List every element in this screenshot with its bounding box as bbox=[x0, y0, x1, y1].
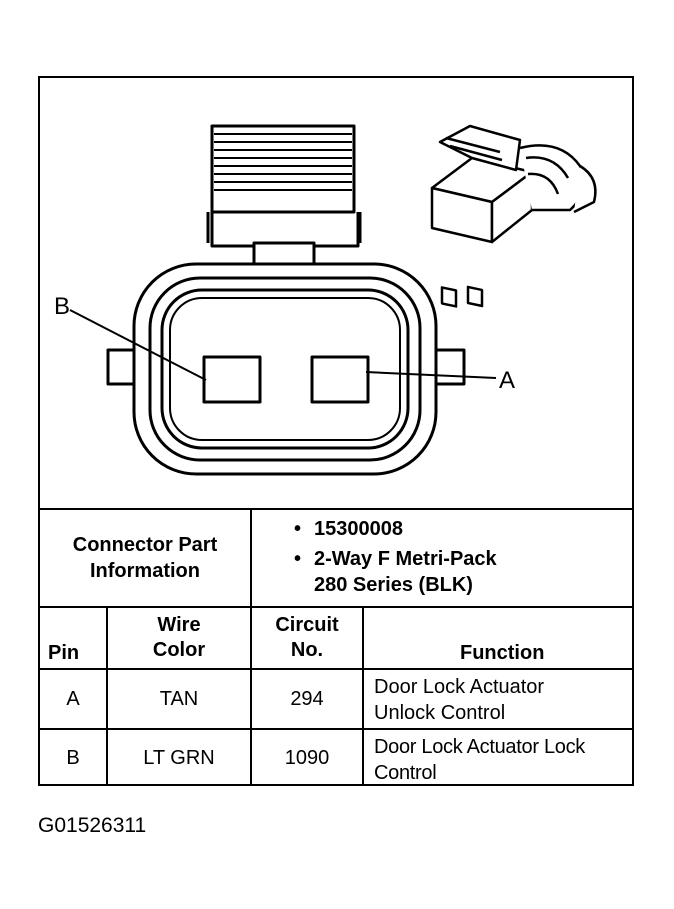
connector-body bbox=[132, 262, 438, 476]
connector-part-info-label: Connector Part Information bbox=[40, 510, 252, 606]
pin-cavity-a bbox=[310, 355, 370, 404]
info-label-line2: Information bbox=[90, 560, 200, 582]
info-values: • 15300008 • 2-Way F Metri-Pack 280 Seri… bbox=[252, 516, 632, 598]
pin-cavity-b bbox=[202, 355, 262, 404]
connector-frame: B A Connector Part Information • 1530000… bbox=[38, 76, 634, 786]
row-function: Door Lock Actuator Lock Control bbox=[374, 736, 585, 784]
row-function: Door Lock Actuator Unlock Control bbox=[374, 676, 545, 724]
connector-face-diagram: B A bbox=[54, 124, 597, 476]
header-circuit: Circuit No. bbox=[252, 608, 364, 668]
part-number: 15300008 bbox=[314, 518, 403, 540]
bullet-icon: • bbox=[294, 548, 302, 570]
locking-tab bbox=[206, 124, 362, 267]
description-item: • 2-Way F Metri-Pack 280 Series (BLK) bbox=[252, 546, 632, 598]
row-wire-color: LT GRN bbox=[108, 730, 252, 786]
row-circuit: 294 bbox=[252, 670, 364, 728]
info-label-line1: Connector Part bbox=[72, 534, 218, 556]
table-row: A TAN 294 Door Lock Actuator Unlock Cont… bbox=[40, 670, 632, 728]
row-wire-color: TAN bbox=[108, 670, 252, 728]
header-function: Function bbox=[460, 642, 545, 664]
table-header: Pin Wire Color Circuit No. Function bbox=[40, 608, 632, 668]
row-circuit: 1090 bbox=[252, 730, 364, 786]
part-number-item: • 15300008 bbox=[252, 516, 632, 542]
bullet-icon: • bbox=[294, 518, 302, 540]
pin-table: Pin Wire Color Circuit No. Function A TA… bbox=[40, 606, 632, 786]
callout-a-leader bbox=[365, 371, 497, 379]
connector-3d-view bbox=[430, 124, 597, 308]
figure-id: G01526311 bbox=[38, 814, 147, 837]
row-pin: B bbox=[40, 730, 108, 786]
header-wire-color: Wire Color bbox=[108, 608, 252, 668]
header-pin: Pin bbox=[40, 608, 108, 668]
description-line1: 2-Way F Metri-Pack bbox=[314, 548, 497, 570]
table-row: B LT GRN 1090 Door Lock Actuator Lock Co… bbox=[40, 730, 632, 786]
callout-a-label: A bbox=[499, 367, 515, 394]
row-pin: A bbox=[40, 670, 108, 728]
description-line2: 280 Series (BLK) bbox=[314, 574, 473, 596]
callout-b-label: B bbox=[54, 293, 70, 320]
info-section: Connector Part Information • 15300008 • … bbox=[40, 508, 632, 608]
callout-b-leader bbox=[69, 309, 207, 381]
